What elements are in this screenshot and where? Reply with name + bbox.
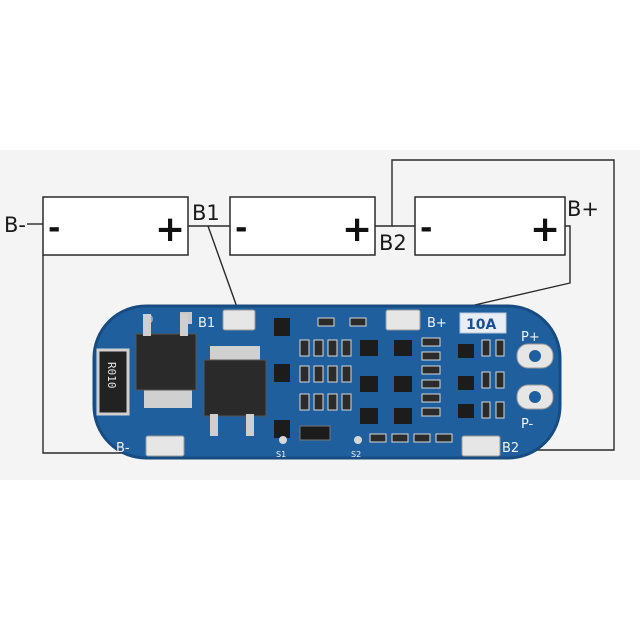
passive-components xyxy=(299,317,505,443)
pad-b2 xyxy=(461,435,501,457)
ic-chip xyxy=(274,318,290,336)
pad-b2-label: B2 xyxy=(502,441,519,456)
sense-resistor-label: R010 xyxy=(105,362,118,389)
smd-part xyxy=(341,393,352,411)
battery-cell-1: - + xyxy=(42,196,189,256)
mosfet-2-body xyxy=(203,359,267,417)
smd-part xyxy=(495,401,505,419)
smd-part xyxy=(341,339,352,357)
label-b1: B1 xyxy=(192,201,220,225)
wiring xyxy=(27,159,615,454)
mosfet-1-body xyxy=(135,333,197,391)
battery-cell-1-neg: - xyxy=(48,211,60,246)
smd-part xyxy=(299,393,310,411)
pad-b1 xyxy=(222,309,256,331)
smd-part xyxy=(495,371,505,389)
smd-part xyxy=(369,433,387,443)
smd-part xyxy=(481,371,491,389)
smd-part xyxy=(421,337,441,347)
rating-label: 10A xyxy=(466,317,496,333)
smd-part xyxy=(341,365,352,383)
ic-chip xyxy=(274,364,290,382)
wire-b-minus xyxy=(42,255,148,454)
battery-cell-3-pos: + xyxy=(530,209,560,250)
label-b-minus: B- xyxy=(4,213,26,237)
ic-chip xyxy=(394,376,412,392)
p-minus-hole xyxy=(529,391,541,403)
pad-b1-label: B1 xyxy=(198,316,215,331)
battery-cell-2-body xyxy=(229,196,376,256)
mosfet-2-lead xyxy=(210,414,218,436)
pad-b-minus xyxy=(145,435,185,457)
smd-part xyxy=(313,365,324,383)
wire-b2-link xyxy=(375,159,615,451)
smd-part xyxy=(299,339,310,357)
ic-chip xyxy=(360,408,378,424)
wire-b1-tap xyxy=(207,225,239,311)
pcb-edge xyxy=(92,304,562,460)
rating-box xyxy=(459,312,507,334)
wire-b-plus xyxy=(439,225,571,314)
smd-part xyxy=(391,433,409,443)
mosfet-1-lead xyxy=(180,314,188,336)
ic-chip xyxy=(360,340,378,356)
battery-cell-2-neg: - xyxy=(235,211,247,246)
test-point-s2 xyxy=(354,436,362,444)
smd-part xyxy=(421,351,441,361)
smd-part xyxy=(481,401,491,419)
sense-resistor xyxy=(96,348,130,416)
smd-part xyxy=(327,365,338,383)
smd-part xyxy=(299,365,310,383)
smd-part xyxy=(421,393,441,403)
ic-column-2 xyxy=(360,340,474,424)
smd-part xyxy=(313,393,324,411)
pad-b-plus-label: B+ xyxy=(427,316,447,331)
smd-part xyxy=(349,317,367,327)
smd-part xyxy=(421,407,441,417)
test-point-s2-label: S2 xyxy=(351,450,361,459)
smd-part xyxy=(317,317,335,327)
test-point-s1-label: S1 xyxy=(276,450,286,459)
ic-chip xyxy=(458,404,474,418)
ic-chip xyxy=(274,420,290,438)
ic-capacitor xyxy=(299,425,331,441)
battery-cell-2: - + xyxy=(229,196,376,256)
pad-b-minus-label: B- xyxy=(116,441,130,456)
p-plus-hole xyxy=(529,350,541,362)
smd-part xyxy=(327,393,338,411)
mosfet-2-lead xyxy=(246,414,254,436)
battery-cell-2-pos: + xyxy=(342,209,372,250)
battery-cell-3-body xyxy=(414,196,566,256)
bms-pcb: B1 B+ B- B2 10A P+ P- R010 xyxy=(92,304,562,460)
label-b2: B2 xyxy=(379,231,407,255)
mosfet-1-lead xyxy=(143,314,151,336)
smd-part xyxy=(421,379,441,389)
ic-chip xyxy=(394,408,412,424)
pad-b-plus xyxy=(385,309,421,331)
smd-part xyxy=(495,339,505,357)
battery-cell-1-pos: + xyxy=(155,209,185,250)
smd-part xyxy=(421,365,441,375)
ic-column-1 xyxy=(274,318,290,438)
label-b-plus: B+ xyxy=(567,197,599,221)
smd-part xyxy=(313,339,324,357)
ic-chip xyxy=(360,376,378,392)
battery-cell-1-body xyxy=(42,196,189,256)
p-minus-label: P- xyxy=(521,417,534,432)
smd-part xyxy=(413,433,431,443)
p-plus-label: P+ xyxy=(521,330,540,345)
test-point-s1 xyxy=(279,436,287,444)
ic-chip xyxy=(394,340,412,356)
battery-cell-3: - + xyxy=(414,196,566,256)
ic-chip xyxy=(458,376,474,390)
battery-cell-3-neg: - xyxy=(420,211,432,246)
smd-part xyxy=(435,433,453,443)
ic-chip xyxy=(458,344,474,358)
smd-part xyxy=(327,339,338,357)
smd-part xyxy=(481,339,491,357)
